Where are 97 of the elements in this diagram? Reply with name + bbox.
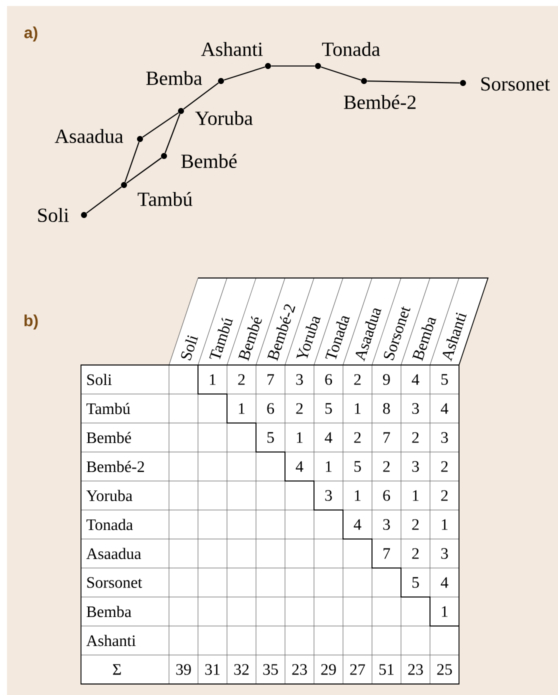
cell-value: 3 — [412, 403, 419, 414]
connector-line — [224, 66, 266, 81]
connector-line — [142, 112, 179, 138]
cell-value: 1 — [210, 374, 216, 385]
sum-value: 35 — [263, 664, 278, 675]
cell-value: 6 — [267, 403, 274, 414]
cell-value: 9 — [383, 374, 390, 385]
cell-value: 2 — [354, 374, 361, 385]
row-header: Ashanti — [86, 634, 136, 646]
cell-value: 3 — [441, 432, 448, 443]
cell-value: 2 — [383, 461, 390, 472]
panel-letter: a) — [24, 26, 38, 42]
connector-line — [320, 66, 362, 81]
column-header: Sorsonet — [384, 306, 410, 360]
sum-value: 23 — [292, 664, 307, 675]
node-label: Asaadua — [54, 128, 124, 144]
column-header: Asaadua — [356, 308, 382, 362]
node-label: Yoruba — [195, 110, 253, 126]
cell-value: 5 — [354, 461, 361, 472]
column-header: Bemba — [412, 318, 436, 362]
cell-value: 2 — [238, 374, 245, 385]
cell-value: 1 — [326, 461, 332, 472]
cell-value: 3 — [412, 461, 419, 472]
cell-value: 6 — [325, 374, 332, 385]
cell-value: 7 — [268, 374, 274, 385]
cell-value: 2 — [441, 490, 448, 501]
sum-value: 27 — [350, 664, 366, 675]
sum-value: 39 — [176, 664, 191, 675]
cell-value: 1 — [442, 606, 448, 617]
column-header: Yoruba — [296, 316, 321, 358]
column-header: Tambú — [209, 318, 233, 360]
connector-line — [367, 80, 460, 84]
cell-value: 2 — [412, 432, 419, 443]
node-label: Bembé — [181, 154, 237, 168]
node-label: Soli — [38, 208, 69, 222]
connector-line — [271, 65, 315, 67]
cell-value: 4 — [354, 519, 362, 530]
node-label: Bemba — [146, 70, 202, 86]
cell-value: 3 — [441, 548, 448, 559]
cell-value: 2 — [412, 519, 419, 530]
sum-value: 25 — [437, 664, 452, 675]
cell-value: 1 — [442, 519, 448, 530]
connector-line — [124, 142, 140, 182]
connector-line — [126, 157, 162, 184]
cell-value: 4 — [324, 432, 332, 443]
row-header: Tonada — [86, 518, 133, 530]
cell-value: 8 — [383, 403, 390, 414]
node-label: Tonada — [322, 42, 380, 56]
cell-value: 2 — [296, 403, 303, 414]
sum-value: 23 — [408, 664, 423, 675]
cell-value: 2 — [441, 461, 448, 472]
row-header: Tambú — [86, 402, 130, 414]
cell-value: 3 — [325, 490, 332, 501]
connector-line — [164, 114, 180, 154]
cell-value: 3 — [296, 374, 303, 385]
column-header: Ashanti — [442, 312, 467, 362]
panel-letter: b) — [24, 314, 38, 330]
cell-value: 2 — [412, 548, 419, 559]
sum-value: 32 — [234, 664, 249, 675]
node-label: Ashanti — [201, 42, 263, 56]
row-header: Bemba — [86, 606, 132, 618]
cell-value: 4 — [440, 577, 448, 588]
sum-value: 29 — [321, 664, 336, 675]
cell-value: 5 — [412, 577, 419, 588]
sum-symbol: Σ — [112, 664, 121, 675]
sum-value: 51 — [379, 664, 394, 675]
cell-value: 4 — [412, 374, 420, 385]
cell-value: 7 — [384, 548, 390, 559]
cell-value: 1 — [296, 432, 303, 443]
cell-value: 6 — [383, 490, 390, 501]
connector-line — [183, 82, 219, 110]
cell-value: 1 — [354, 490, 361, 501]
cell-value: 5 — [441, 374, 448, 385]
node-label: Tambú — [138, 192, 192, 206]
column-header: Soli — [181, 335, 198, 360]
cell-value: 1 — [354, 403, 361, 414]
cell-value: 5 — [325, 403, 332, 414]
cell-value: 7 — [384, 432, 390, 443]
cell-value: 4 — [440, 403, 448, 414]
node-label: Bembé-2 — [344, 94, 416, 110]
cell-value: 4 — [296, 461, 304, 472]
connector-line — [86, 186, 122, 214]
cell-value: 3 — [383, 519, 390, 530]
sum-value: 31 — [205, 664, 220, 675]
column-header: Bembé — [238, 316, 262, 362]
row-header: Soli — [87, 374, 112, 386]
column-header: Tonada — [325, 316, 350, 360]
cell-value: 5 — [267, 432, 274, 443]
node-label: Sorsonet — [481, 77, 550, 91]
row-header: Bembé — [86, 432, 131, 444]
row-header: Asaadua — [86, 548, 142, 560]
row-header: Sorsonet — [87, 577, 142, 588]
cell-value: 1 — [412, 490, 419, 501]
cell-value: 2 — [354, 432, 361, 443]
cell-value: 1 — [238, 403, 245, 414]
row-header: Bembé-2 — [86, 460, 144, 472]
row-header: Yoruba — [86, 490, 132, 502]
